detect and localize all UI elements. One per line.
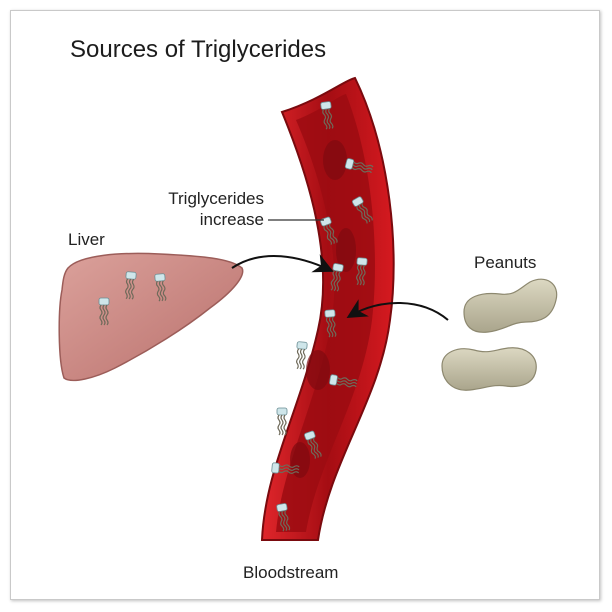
triglycerides-label-line1: Triglycerides — [168, 189, 264, 208]
bloodstream-label: Bloodstream — [243, 563, 339, 582]
liver-label: Liver — [68, 230, 105, 249]
liver-illustration — [58, 252, 244, 382]
triglycerides-label-line2: increase — [199, 210, 264, 229]
diagram-title: Sources of Triglycerides — [70, 36, 327, 63]
blood-vessel-illustration — [260, 76, 395, 541]
liver-arrow — [231, 254, 334, 273]
peanut-arrow — [346, 299, 449, 321]
peanut-illustration — [441, 278, 558, 391]
triglycerides-label: Triglycerides increase — [140, 188, 264, 230]
peanuts-label: Peanuts — [474, 253, 537, 272]
